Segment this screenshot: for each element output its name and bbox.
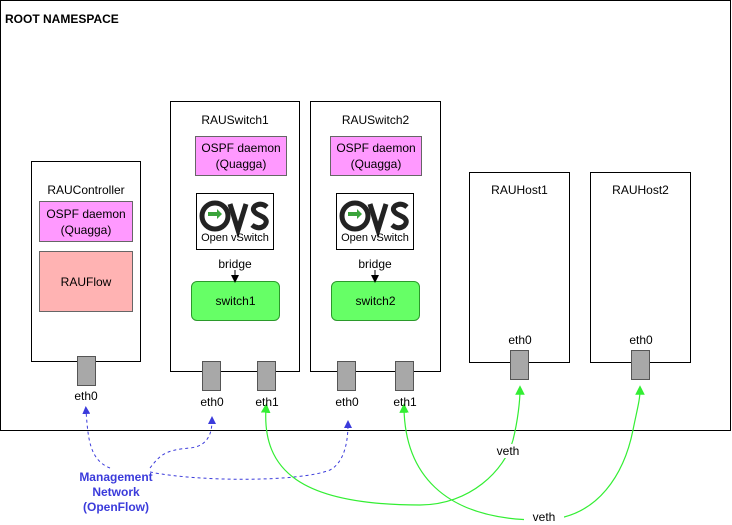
rau-controller-title: RAUController: [47, 183, 125, 197]
mgmt-link-switch1: [149, 416, 216, 469]
switch1-ovs-logo: Open vSwitch: [196, 193, 274, 250]
switch2-eth0-label: eth0: [335, 395, 359, 409]
switch1-eth0-label: eth0: [200, 395, 224, 409]
switch1-ospf-daemon: OSPF daemon (Quagga): [195, 136, 287, 176]
switch1-eth0-port: [202, 361, 221, 391]
management-line1: Management: [79, 470, 153, 484]
host1-eth0-port: [510, 350, 529, 380]
switch1-eth1-port: [257, 361, 276, 391]
rauflow-app: RAUFlow: [39, 251, 133, 312]
switch2-eth1-port: [395, 361, 414, 391]
rau-host1-title: RAUHost1: [491, 183, 548, 197]
mgmt-link-controller: [82, 406, 111, 469]
host1-eth0-label: eth0: [508, 333, 532, 347]
management-line3: (OpenFlow): [83, 500, 149, 514]
ospf-label: OSPF daemon: [201, 141, 281, 155]
root-namespace-title: ROOT NAMESPACE: [5, 12, 119, 26]
veth-label-1: veth: [488, 444, 528, 458]
rau-switch1-title: RAUSwitch1: [201, 113, 269, 127]
switch2-label: switch2: [355, 294, 396, 308]
switch1-label: switch1: [215, 294, 256, 308]
ospf-label: OSPF daemon: [336, 141, 416, 155]
switch2-eth1-label: eth1: [393, 395, 417, 409]
controller-eth0-port: [77, 356, 96, 386]
switch2-ospf-daemon: OSPF daemon (Quagga): [330, 136, 422, 176]
ovs-logo-text: Open vSwitch: [341, 232, 409, 244]
switch2-eth0-port: [337, 361, 356, 391]
host2-eth0-label: eth0: [629, 333, 653, 347]
veth-switch2-host2: [399, 385, 645, 521]
rau-host1: [469, 172, 570, 363]
switch2-ovs-logo: Open vSwitch: [336, 193, 414, 250]
rau-host2: [590, 172, 691, 363]
controller-ospf-daemon: OSPF daemon (Quagga): [39, 201, 133, 242]
switch2-bridge: switch2: [331, 281, 420, 321]
rau-host2-title: RAUHost2: [612, 183, 669, 197]
ospf-label: OSPF daemon: [46, 206, 126, 221]
open-vswitch-logo-icon: [339, 200, 409, 239]
ospf-sublabel: (Quagga): [215, 157, 267, 171]
open-vswitch-logo-icon: [199, 200, 269, 239]
rauflow-label: RAUFlow: [60, 274, 112, 289]
ospf-sublabel: (Quagga): [60, 222, 112, 237]
controller-eth0-label: eth0: [74, 389, 98, 403]
mgmt-link-switch2: [149, 420, 352, 480]
veth-label-2: veth: [524, 510, 564, 524]
ovs-logo-text: Open vSwitch: [201, 232, 269, 244]
host2-eth0-port: [631, 350, 650, 380]
veth-switch1-host1: [260, 385, 525, 506]
switch2-bridge-label: bridge: [358, 257, 392, 271]
ospf-sublabel: (Quagga): [350, 157, 402, 171]
management-line2: Network: [92, 485, 140, 499]
management-network-label: Management Network (OpenFlow): [67, 470, 165, 515]
rau-switch2-title: RAUSwitch2: [341, 113, 410, 127]
switch1-bridge-label: bridge: [218, 257, 252, 271]
switch1-eth1-label: eth1: [255, 395, 279, 409]
